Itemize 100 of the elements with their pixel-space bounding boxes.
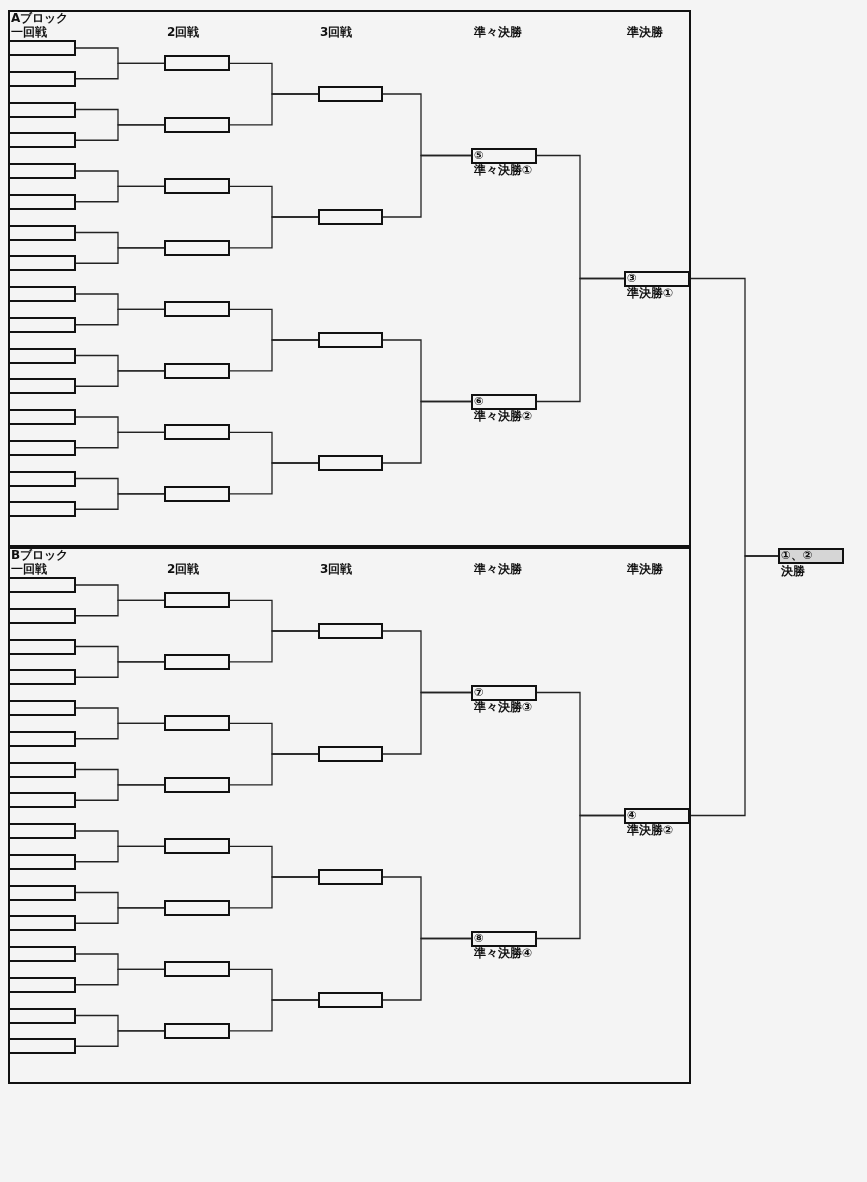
name-field — [8, 40, 76, 56]
match-number: ⑧ — [474, 932, 484, 944]
name-field — [8, 439, 76, 456]
bracket-line — [75, 968, 165, 986]
name-field — [164, 961, 230, 978]
name-field — [8, 409, 76, 425]
round-heading: 準々決勝 — [474, 26, 522, 39]
name-field — [164, 838, 230, 855]
bracket-line — [75, 308, 165, 326]
name-field — [8, 70, 76, 87]
round-heading: 準決勝 — [627, 26, 663, 39]
name-field — [318, 86, 383, 102]
round-heading: 一回戦 — [11, 26, 47, 39]
bracket-line — [382, 400, 472, 464]
name-field — [8, 792, 76, 809]
name-field — [164, 239, 230, 256]
name-field — [8, 101, 76, 118]
name-field — [471, 684, 537, 701]
bracket-line — [75, 431, 165, 449]
round-heading: 3回戦 — [320, 563, 353, 576]
name-field — [8, 316, 76, 333]
block-frame — [8, 547, 691, 1084]
name-field — [8, 501, 76, 518]
name-field — [778, 548, 844, 564]
bracket-line — [75, 370, 165, 387]
bracket-line — [75, 845, 165, 863]
round-heading: 2回戦 — [167, 26, 200, 39]
bracket-line — [75, 185, 165, 203]
name-field — [8, 163, 76, 179]
name-field — [8, 193, 76, 210]
bracket-line — [229, 876, 319, 909]
name-field — [624, 270, 690, 287]
round-heading: 一回戦 — [11, 563, 47, 576]
bracket-line — [75, 124, 165, 141]
bracket-line — [75, 247, 165, 264]
name-field — [8, 470, 76, 487]
block-heading: Bブロック — [11, 549, 69, 562]
name-field — [8, 823, 76, 839]
name-field — [624, 807, 690, 824]
name-field — [164, 485, 230, 502]
name-field — [164, 1022, 230, 1039]
bracket-line — [75, 784, 165, 801]
match-caption: 準々決勝② — [474, 410, 533, 423]
match-caption: 準々決勝④ — [474, 947, 533, 960]
bracket-line — [229, 93, 319, 126]
match-caption: 決勝 — [781, 564, 805, 578]
match-number: ⑤ — [474, 149, 484, 161]
match-caption: 準決勝① — [627, 287, 674, 300]
name-field — [318, 869, 383, 885]
bracket-line — [382, 691, 472, 755]
bracket-line — [229, 999, 319, 1032]
match-number: ④ — [627, 809, 637, 821]
name-field — [164, 362, 230, 379]
bracket-line — [229, 216, 319, 249]
name-field — [8, 1038, 76, 1055]
name-field — [8, 286, 76, 302]
name-field — [8, 607, 76, 624]
name-field — [8, 255, 76, 272]
name-field — [8, 853, 76, 870]
bracket-line — [229, 630, 319, 663]
name-field — [164, 424, 230, 441]
match-number: ①、② — [781, 550, 813, 561]
name-field — [8, 577, 76, 593]
name-field — [164, 715, 230, 732]
name-field — [164, 301, 230, 318]
name-field — [8, 132, 76, 149]
round-heading: 3回戦 — [320, 26, 353, 39]
name-field — [8, 669, 76, 686]
bracket-line — [536, 277, 625, 403]
name-field — [318, 623, 383, 639]
bracket-line — [382, 154, 472, 218]
name-field — [8, 378, 76, 395]
name-field — [318, 332, 383, 348]
name-field — [164, 592, 230, 609]
name-field — [318, 746, 383, 762]
name-field — [8, 946, 76, 962]
round-heading: 準決勝 — [627, 563, 663, 576]
name-field — [318, 209, 383, 225]
bracket-line — [536, 814, 625, 940]
name-field — [471, 393, 537, 410]
bracket-line — [229, 753, 319, 786]
bracket-line — [75, 722, 165, 740]
name-field — [471, 147, 537, 164]
match-caption: 準々決勝① — [474, 164, 533, 177]
bracket-line — [75, 1030, 165, 1047]
match-number: ⑦ — [474, 686, 484, 698]
bracket-line — [229, 462, 319, 495]
bracket-line — [75, 661, 165, 678]
round-heading: 2回戦 — [167, 563, 200, 576]
match-caption: 準々決勝③ — [474, 701, 533, 714]
name-field — [164, 116, 230, 133]
bracket-line — [229, 339, 319, 372]
name-field — [8, 730, 76, 747]
name-field — [8, 700, 76, 716]
block-frame — [8, 10, 691, 547]
round-heading: 準々決勝 — [474, 563, 522, 576]
name-field — [164, 178, 230, 195]
name-field — [8, 1007, 76, 1024]
match-number: ⑥ — [474, 395, 484, 407]
name-field — [164, 653, 230, 670]
